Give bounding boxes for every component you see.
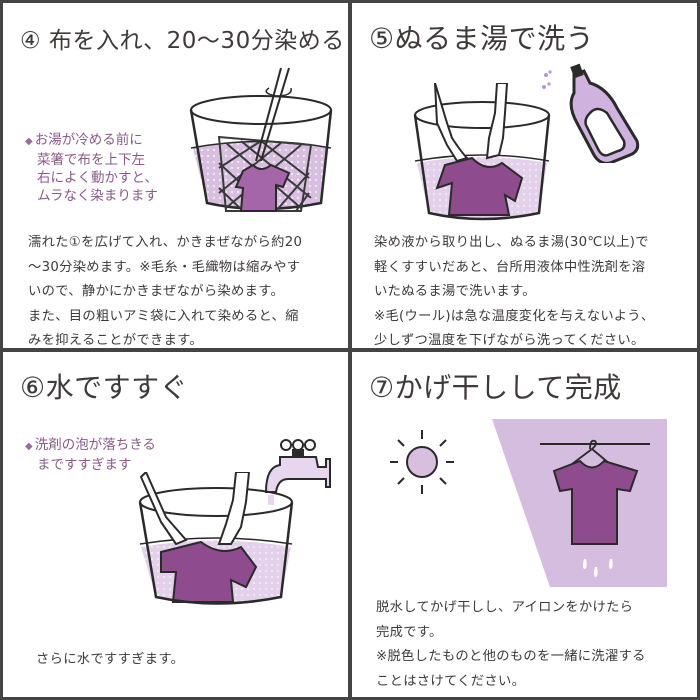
horizontal-divider — [0, 348, 700, 352]
step-title-text: ぬるま湯で洗う — [394, 22, 595, 55]
step-5-title: ⑤ぬるま湯で洗う — [369, 17, 594, 57]
rinsing-bucket-illustration — [138, 472, 294, 605]
step-5-description: 染め液から取り出し、ぬるま湯(30℃以上)で 軽くすすいだあと、台所用液体中性洗… — [374, 235, 655, 348]
detergent-bottle-icon — [542, 63, 640, 163]
step-4-title: ④ 布を入れ、20～30分染める — [20, 21, 345, 55]
step-number: ④ — [20, 28, 42, 54]
step-6-panel: ⑥水ですすぐ ◆洗剤の泡が落ちきる まですすぎます さらに水ですすぎます。 — [3, 352, 348, 697]
step-6-tip: ◆洗剤の泡が落ちきる まですすぎます — [25, 437, 156, 473]
step-7-panel: ⑦かげ干しして完成 脱水してかげ干しし、アイロンをかけたら 完成です。 ※脱色し… — [352, 352, 697, 697]
diamond-bullet-icon: ◆ — [25, 441, 33, 452]
sun-icon — [390, 430, 454, 494]
step-number: ⑥ — [20, 371, 46, 404]
step-7-title: ⑦かげ干しして完成 — [369, 366, 622, 406]
faucet-icon — [264, 439, 331, 505]
step-number: ⑤ — [369, 22, 395, 55]
bucket-net-bag-illustration — [189, 67, 333, 212]
diamond-bullet-icon: ◆ — [25, 136, 33, 147]
step-number: ⑦ — [369, 371, 395, 404]
step-6-title: ⑥水ですすぐ — [20, 366, 188, 406]
step-title-text: 布を入れ、20～30分染める — [48, 28, 345, 54]
step-title-text: 水ですすぐ — [45, 371, 189, 404]
washing-bucket-illustration — [413, 83, 551, 221]
step-4-tip: ◆お湯が冷める前に 菜箸で布を上下左 右によく動かすと、 ムラなく染まります — [25, 132, 158, 204]
step-6-description: さらに水ですすぎます。 — [36, 652, 185, 667]
step-4-description: 濡れた①を広げて入れ、かきまぜながら約20 ～30分染めます。※毛糸・毛織物は縮… — [28, 235, 303, 348]
step-7-description: 脱水してかげ干しし、アイロンをかけたら 完成です。 ※脱色したものと他のものを一… — [376, 600, 646, 689]
shade-drying-shirt-illustration — [492, 419, 667, 587]
step-5-panel: ⑤ぬるま湯で洗う 染め液から取り出し、ぬるま湯(30℃以上)で 軽くすすいだあと… — [352, 3, 697, 348]
step-4-panel: ④ 布を入れ、20～30分染める ◆お湯が冷める前に 菜箸で布を上下左 右によく… — [3, 3, 348, 348]
step-title-text: かげ干しして完成 — [394, 371, 622, 404]
